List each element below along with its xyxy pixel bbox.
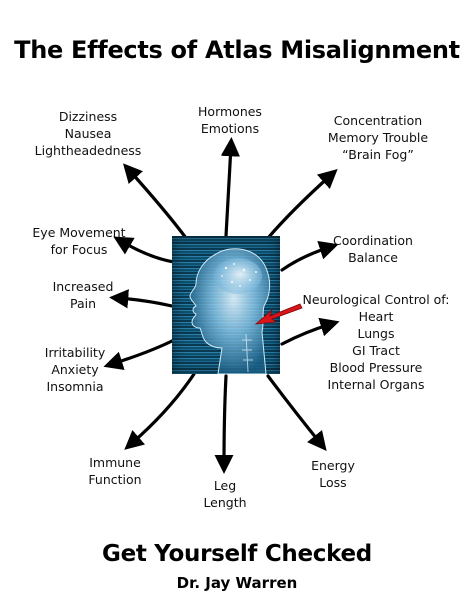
effect-irritability: Irritability Anxiety Insomnia: [44, 345, 106, 394]
arrow-right-middle: [280, 317, 340, 346]
effect-increased-pain: Increased Pain: [52, 279, 114, 311]
effect-coordination: Coordination Balance: [333, 233, 413, 265]
glowing-head-profile-icon: [189, 248, 271, 374]
effect-eye-movement: Eye Movement for Focus: [32, 225, 126, 257]
arrow-left-middle: [109, 289, 174, 309]
page-title: The Effects of Atlas Misalignment: [14, 36, 460, 64]
footer-headline: Get Yourself Checked: [102, 541, 372, 567]
effect-leg-length: Leg Length: [203, 478, 247, 510]
arrow-left-lower: [103, 338, 176, 371]
effect-neurological-control: Neurological Control of: Heart Lungs GI …: [302, 292, 450, 392]
arrow-top-right: [266, 169, 338, 240]
arrow-bottom-left: [124, 372, 196, 450]
effect-hormones: Hormones Emotions: [198, 104, 262, 136]
arrow-left-upper: [113, 236, 176, 264]
arrow-right-upper: [280, 240, 339, 272]
effect-concentration: Concentration Memory Trouble “Brain Fog”: [327, 113, 429, 162]
red-arrow-icon: [254, 303, 303, 325]
head-illustration-panel: [172, 236, 280, 374]
arrow-bottom: [214, 374, 234, 474]
footer-author: Dr. Jay Warren: [176, 574, 298, 592]
arrow-top: [220, 137, 241, 238]
arrow-bottom-right: [266, 374, 327, 451]
effect-dizziness: Dizziness Nausea Lightheadedness: [34, 109, 142, 158]
arrow-top-left: [123, 163, 188, 240]
effect-energy-loss: Energy Loss: [311, 458, 355, 490]
effect-immune-function: Immune Function: [88, 455, 142, 487]
